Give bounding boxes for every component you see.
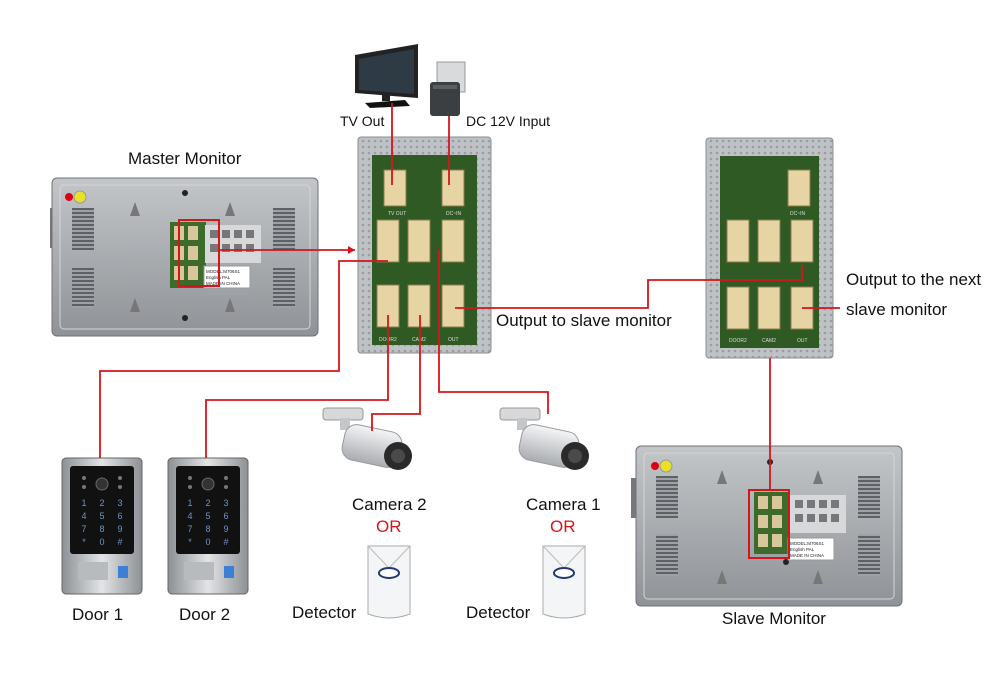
- slave-monitor: MODEL:M706S1 English PAL MADE IN CHINA: [631, 445, 903, 607]
- slave-sticker-line-3: MADE IN CHINA: [790, 553, 824, 558]
- door-station-1: [61, 457, 143, 595]
- detector-1-label: Detector: [292, 603, 357, 622]
- tv-icon: [355, 44, 418, 108]
- door-keypads: 1 2 3 4 5 6 7 8 9 * 0 #1 2 3 4 5 6 7 8 9 * 0 #: [81, 498, 228, 547]
- keypad-key-door2: 5: [205, 511, 210, 521]
- keypad-key-door2: 6: [223, 511, 228, 521]
- tv-out-label: TV Out: [340, 113, 385, 129]
- camera-1-icon: [499, 407, 589, 470]
- master-monitor-label: Master Monitor: [128, 149, 242, 168]
- keypad-key-door2: 4: [187, 511, 192, 521]
- door-station-2: [167, 457, 249, 595]
- arrow-head-icon: [348, 246, 355, 254]
- board-label-out: OUT: [448, 337, 459, 343]
- slave-board-label-dcin: DC~IN: [790, 211, 806, 217]
- master-sticker-line-3: MADE IN CHINA: [206, 281, 240, 286]
- power-adapter-icon: [430, 61, 466, 116]
- keypad-key-door1: 3: [117, 498, 122, 508]
- wire-camera2: [371, 315, 421, 431]
- wires: [99, 103, 840, 490]
- slave-board-label-door2: DOOR2: [729, 338, 747, 344]
- or-label-1: OR: [376, 517, 402, 536]
- keypad-key-door2: 9: [223, 524, 228, 534]
- output-to-slave-label: Output to slave monitor: [496, 311, 672, 330]
- wire-door1: [99, 260, 388, 458]
- detector-2-label: Detector: [466, 603, 531, 622]
- detector-1-icon: [367, 545, 411, 619]
- master-connector-highlight: [178, 219, 220, 287]
- or-label-2: OR: [550, 517, 576, 536]
- master-sticker-line-1: MODEL:M706S1: [206, 269, 241, 274]
- keypad-key-door1: 7: [81, 524, 86, 534]
- keypad-key-door2: 3: [223, 498, 228, 508]
- board-label-dcin: DC~IN: [446, 211, 462, 217]
- keypad-key-door1: 2: [99, 498, 104, 508]
- detector-2-icon: [542, 545, 586, 619]
- wire-output-slave: [455, 265, 803, 309]
- door-2-label: Door 2: [179, 605, 231, 624]
- slave-monitor-label: Slave Monitor: [722, 609, 826, 628]
- keypad-key-door2: *: [188, 537, 192, 547]
- keypad-key-door2: 0: [205, 537, 210, 547]
- output-next-slave-label: Output to the next slave monitor: [846, 270, 982, 319]
- master-monitor: MODEL:M706S1 English PAL MADE IN CHINA: [50, 177, 319, 337]
- keypad-key-door1: 1: [81, 498, 86, 508]
- slave-connector-highlight: [748, 489, 790, 559]
- keypad-key-door1: 6: [117, 511, 122, 521]
- wire-camera1: [438, 250, 549, 414]
- terminal-board-slave: DC~IN DOOR2 CAM2 OUT: [705, 137, 834, 359]
- keypad-key-door1: #: [117, 537, 122, 547]
- board-label-tvout: TV OUT: [388, 211, 406, 217]
- keypad-key-door2: #: [223, 537, 228, 547]
- dc-input-label: DC 12V Input: [466, 113, 551, 129]
- terminal-board-main: TV OUT DC~IN DOOR2 CAM2 OUT: [357, 136, 492, 354]
- door-1-label: Door 1: [72, 605, 124, 624]
- keypad-key-door2: 2: [205, 498, 210, 508]
- keypad-key-door1: 8: [99, 524, 104, 534]
- camera-2-label: Camera 2: [352, 495, 427, 514]
- keypad-key-door1: 5: [99, 511, 104, 521]
- camera-1-label: Camera 1: [526, 495, 601, 514]
- slave-sticker-line-1: MODEL:M706S1: [790, 541, 825, 546]
- board-label-cam2: CAM2: [412, 337, 426, 343]
- wire-door2: [205, 315, 389, 458]
- slave-board-label-out: OUT: [797, 338, 808, 344]
- keypad-key-door2: 7: [187, 524, 192, 534]
- keypad-key-door2: 1: [187, 498, 192, 508]
- camera-2-icon: [322, 407, 412, 470]
- keypad-key-door2: 8: [205, 524, 210, 534]
- keypad-key-door1: 4: [81, 511, 86, 521]
- slave-board-label-cam2: CAM2: [762, 338, 776, 344]
- slave-sticker-line-2: English PAL: [790, 547, 815, 552]
- keypad-key-door1: 0: [99, 537, 104, 547]
- keypad-key-door1: *: [82, 537, 86, 547]
- keypad-key-door1: 9: [117, 524, 122, 534]
